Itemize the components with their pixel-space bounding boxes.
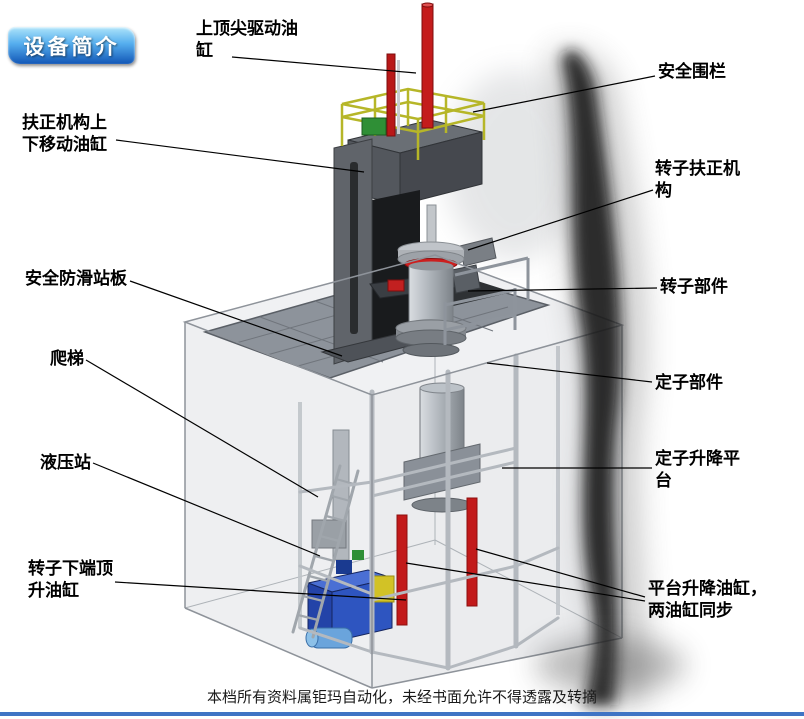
label-hydraulic-station: 液压站 [40,453,91,472]
stator-assembly [403,382,481,513]
title-badge-label: 设备简介 [23,35,120,59]
leader-lines [85,56,658,602]
label-centering-cylinder: 扶正机构上下移动油缸 [22,113,107,155]
ladder-shape [291,464,360,639]
label-ladder: 爬梯 [50,349,84,368]
column [320,138,426,365]
label-top-drive-cylinder: 上顶尖驱动油缸 [196,19,298,61]
label-rotor-component: 转子部件 [660,277,728,296]
label-rotor-centering: 转子扶正机构 [655,159,740,201]
stator-platform-upper-frame [443,256,530,345]
copyright-footer: 本档所有资料属钜玛自动化，未经书面允许不得透露及转摘 [206,690,597,706]
label-stator-component: 定子部件 [655,373,723,392]
cage-back-posts [298,346,560,628]
rotor-shape [395,241,467,357]
cframe-opening [372,190,420,352]
hydraulic-station-shape [305,569,395,649]
bottom-divider [0,712,804,716]
shadow-smear [535,48,685,706]
green-unit [361,117,387,136]
label-rotor-jack-cylinder: 转子下端顶升油缸 [28,559,113,601]
title-badge: 设备简介 [8,27,135,64]
label-safety-fence: 安全围栏 [658,62,726,81]
label-platform-cylinders: 平台升降油缸，两油缸同步 [648,579,767,621]
lower-red-cylinders [396,497,478,626]
label-anti-slip-board: 安全防滑站板 [25,269,127,288]
top-drive-cylinder-shape [386,2,434,137]
label-stator-platform: 定子升降平台 [655,449,740,491]
